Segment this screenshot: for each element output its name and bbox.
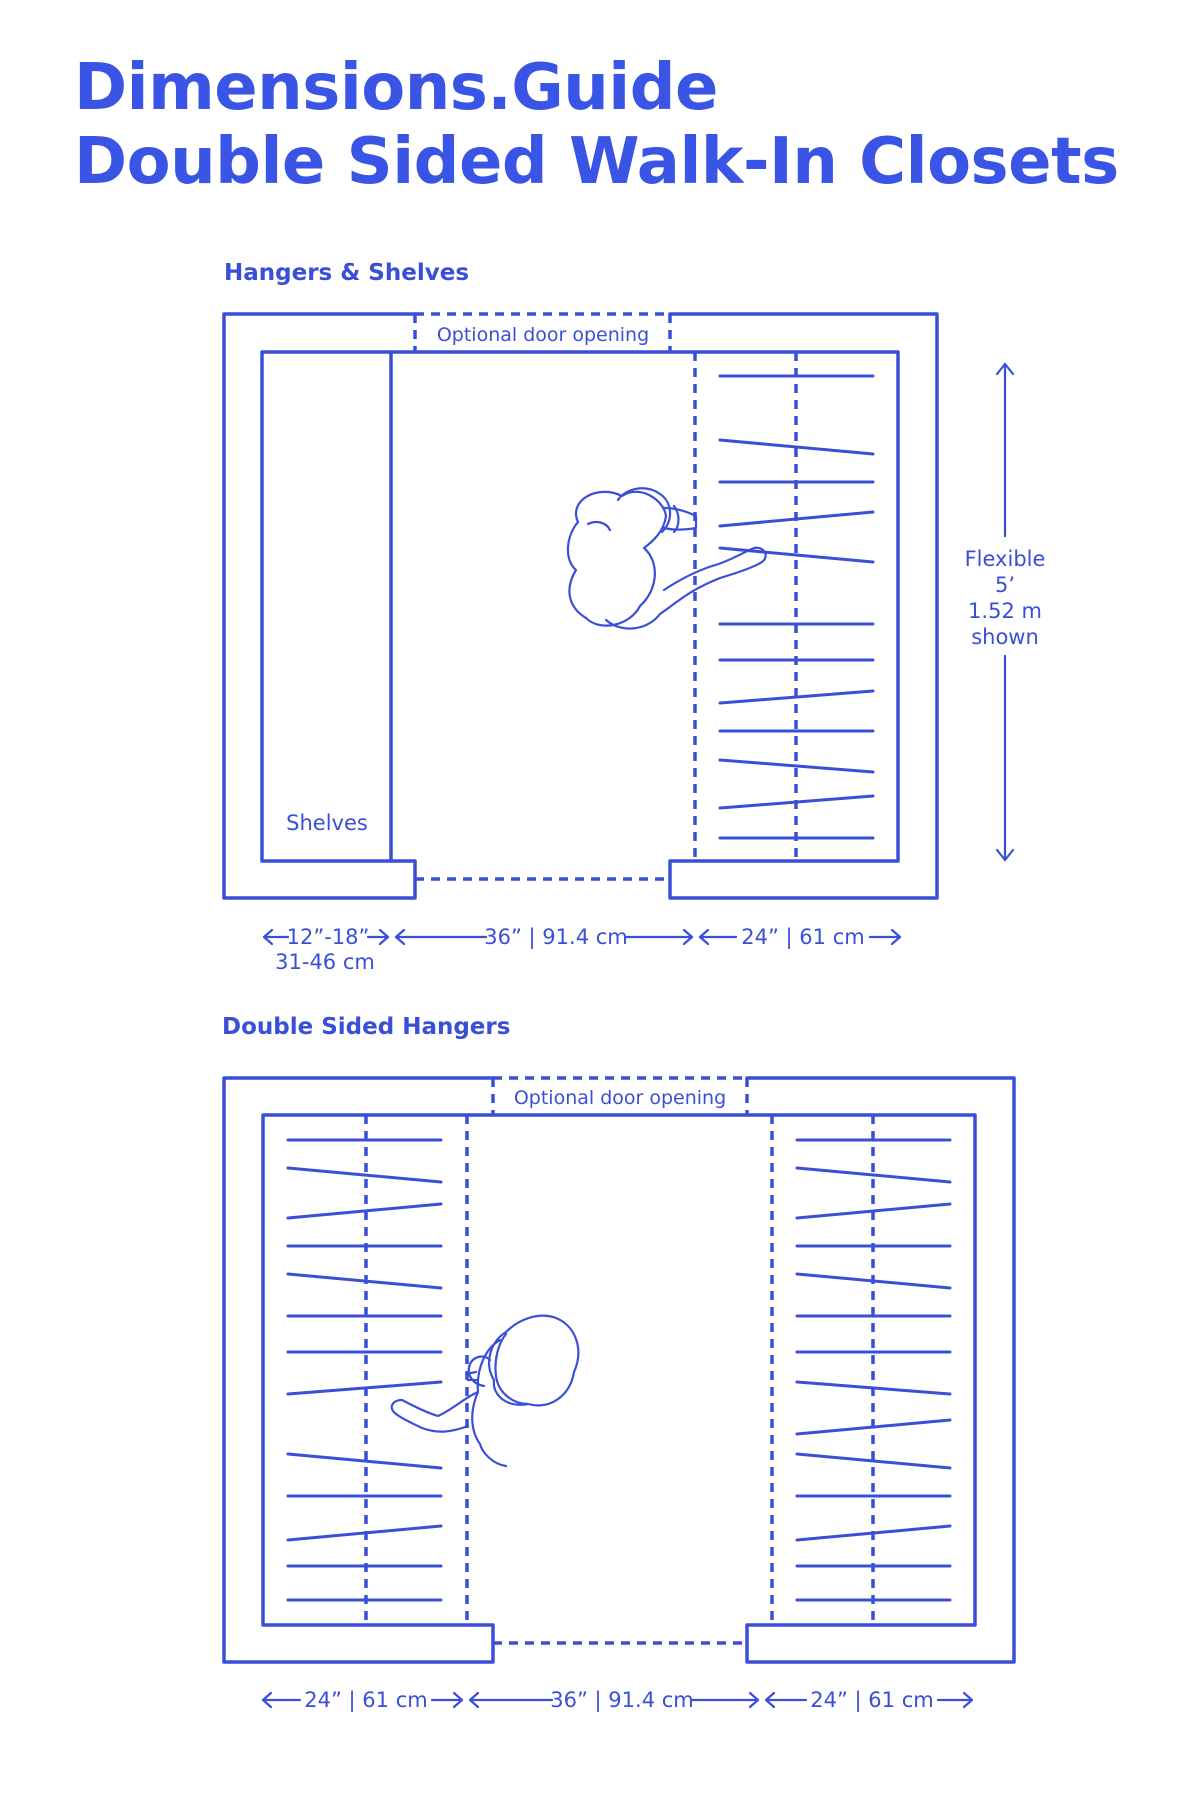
hanger bbox=[286, 1524, 443, 1542]
hanger bbox=[795, 1418, 952, 1436]
hanger bbox=[795, 1272, 952, 1290]
depth-note-line4: shown bbox=[971, 625, 1039, 649]
door-label: Optional door opening bbox=[514, 1087, 726, 1109]
door-label: Optional door opening bbox=[437, 324, 649, 346]
hanger bbox=[795, 1380, 952, 1396]
hanger bbox=[718, 758, 875, 774]
section-label-double-sided-hangers: Double Sided Hangers bbox=[222, 1014, 511, 1040]
dim-right-hanger: 24” | 61 cm bbox=[810, 1688, 933, 1713]
hanger bbox=[286, 1452, 443, 1470]
arrowhead bbox=[378, 928, 390, 946]
arrowhead bbox=[261, 1691, 273, 1709]
hanger bbox=[286, 1380, 443, 1396]
hanger bbox=[718, 689, 875, 705]
arrowhead bbox=[764, 1691, 776, 1709]
dim-aisle: 36” | 91.4 cm bbox=[484, 925, 627, 950]
shelves-label: Shelves bbox=[286, 811, 368, 835]
hanger bbox=[286, 1202, 443, 1220]
hanger bbox=[286, 1166, 443, 1184]
closet-wall bbox=[222, 312, 939, 900]
hangers-right bbox=[795, 1138, 952, 1602]
depth-note-line2: 5’ bbox=[995, 573, 1015, 597]
arrowhead bbox=[748, 1691, 760, 1709]
arrowhead bbox=[995, 848, 1015, 862]
closet-wall bbox=[222, 1076, 1016, 1664]
dim-hanger-depth: 24” | 61 cm bbox=[741, 925, 864, 950]
arrowhead bbox=[262, 928, 274, 946]
hanger bbox=[718, 510, 875, 528]
hanger bbox=[718, 438, 875, 456]
arrowhead bbox=[394, 928, 406, 946]
arrowhead bbox=[698, 928, 710, 946]
hanger bbox=[795, 1166, 952, 1184]
person-figure bbox=[390, 1314, 580, 1468]
plan-hangers-shelves: Optional door opening Shelves bbox=[222, 312, 1046, 974]
dimension-line-1: 12”-18” 31-46 cm 36” | 91.4 cm 24” | 61 … bbox=[262, 925, 902, 974]
arrowhead bbox=[682, 928, 694, 946]
plan-double-sided-hangers: Optional door opening bbox=[222, 1076, 1016, 1713]
hanger bbox=[795, 1202, 952, 1220]
hanger bbox=[286, 1272, 443, 1290]
dimension-line-2: 24” | 61 cm 36” | 91.4 cm 24” | 61 cm bbox=[261, 1688, 974, 1713]
arrowhead bbox=[995, 362, 1015, 376]
hanger bbox=[795, 1524, 952, 1542]
hanger bbox=[795, 1452, 952, 1470]
person-figure bbox=[566, 487, 767, 630]
hanger bbox=[718, 546, 875, 564]
arrowhead bbox=[452, 1691, 464, 1709]
hanger bbox=[718, 794, 875, 810]
section-label-hangers-shelves: Hangers & Shelves bbox=[224, 260, 470, 286]
dim-aisle: 36” | 91.4 cm bbox=[550, 1688, 693, 1713]
depth-note-line1: Flexible bbox=[965, 547, 1046, 571]
arrowhead bbox=[962, 1691, 974, 1709]
hangers bbox=[718, 374, 875, 840]
brand-title: Dimensions.Guide bbox=[74, 51, 718, 125]
page-title: Double Sided Walk-In Closets bbox=[74, 125, 1119, 199]
depth-note-line3: 1.52 m bbox=[968, 599, 1042, 623]
arrowhead bbox=[468, 1691, 480, 1709]
dim-left-hanger: 24” | 61 cm bbox=[304, 1688, 427, 1713]
hangers-left bbox=[286, 1138, 443, 1602]
dim-shelf-width-metric: 31-46 cm bbox=[275, 950, 375, 974]
dim-shelf-width: 12”-18” bbox=[287, 925, 370, 949]
arrowhead bbox=[890, 928, 902, 946]
